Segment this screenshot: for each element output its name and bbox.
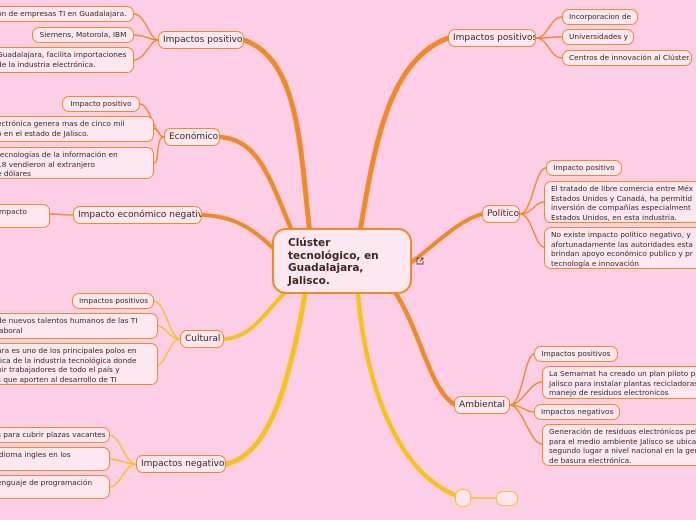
- link-cultural: [222, 290, 287, 341]
- leaf-line: Impactos positivos: [79, 296, 149, 305]
- leaf-ambiental-impactos-negativos[interactable]: Impactos negativos: [534, 404, 620, 420]
- leaf-line: ectrónica genera mas de cinco mil: [0, 119, 125, 128]
- leaf-centros-innovacion[interactable]: Centros de innovación al Clúster.: [562, 50, 692, 66]
- leaf-line: rica de la industria tecnológica donde: [0, 355, 137, 365]
- branch-label: Económico: [169, 132, 219, 142]
- leaf-line: e dólares: [0, 169, 31, 178]
- leaf-ambiental-impactos-positivos[interactable]: Impactos positivos: [534, 346, 618, 362]
- central-topic-line-2: tecnológico, en: [288, 249, 379, 262]
- link-impactos-negativos: [223, 291, 308, 467]
- branch-cultural[interactable]: Cultural: [180, 330, 224, 348]
- leaf-line: Universidades y: [569, 32, 629, 41]
- branch-economico-negativo[interactable]: Impacto económico negativo: [73, 206, 202, 224]
- branch-impactos-negativos[interactable]: Impactos negativos: [136, 455, 226, 473]
- leaf-line: Estados Unidos y Canadá, ha permitid: [551, 193, 693, 203]
- leaf-line: manejo de residuos electronicos: [549, 388, 669, 397]
- leaf-line: Guadalajara, facilita importaciones: [0, 50, 127, 59]
- leaf-line: bir trabajadores de todo el país y: [0, 365, 120, 374]
- leaf-line: Impactos negativos: [541, 407, 614, 416]
- leaf-line: Centros de innovación al Clúster.: [569, 53, 691, 62]
- leaf-line: de la industria electrónica.: [0, 59, 96, 69]
- leaf-line: laboral: [0, 325, 23, 335]
- leaf-line: Jalisco para instalar plantas reciclador…: [549, 378, 696, 388]
- leaf-empty[interactable]: [496, 491, 518, 506]
- leaf-plazas-vacantes[interactable]: s para cubrir plazas vacantes: [0, 427, 110, 443]
- branch-impactos-positivos-right[interactable]: Impactos positivos: [448, 29, 536, 47]
- leaf-line: Incorporacion de: [569, 12, 632, 21]
- leaf-line: La Semarnat ha creado un plan piloto pa: [549, 369, 696, 378]
- branch-politico[interactable]: Político: [482, 205, 520, 223]
- leaf-line: brindan apoyo económico publico y pr: [551, 249, 693, 258]
- leaf-sin-impacto-negativo[interactable]: No existe impacto político negativo, y a…: [544, 227, 696, 269]
- link-impactos-positivos-left: [241, 37, 313, 237]
- leaf-tratado-libre-comercio[interactable]: El tratado de libre comercia entre Méx E…: [544, 181, 696, 223]
- leaf-polos-tecnologicos[interactable]: ara es uno de los principales polos en r…: [0, 343, 158, 385]
- external-link-icon[interactable]: [416, 257, 424, 265]
- leaf-line: para el medio ambiente Jalisco se ubica …: [549, 436, 696, 446]
- branch-label: Cultural: [185, 334, 221, 344]
- leaf-empresas-ti[interactable]: ón de empresas TI en Guadalajara.: [0, 6, 134, 22]
- link-economico-negativo: [200, 213, 277, 252]
- leaf-line: Impactos positivos: [541, 349, 611, 358]
- link-impactos-positivos-right: [357, 35, 451, 235]
- leaf-incorporacion[interactable]: Incorporacion de: [562, 9, 638, 25]
- leaf-line: ara es uno de los principales polos en: [0, 346, 137, 355]
- leaf-impacto[interactable]: impacto: [0, 204, 50, 228]
- branch-label: Ambiental: [459, 400, 505, 410]
- leaf-nuevos-talentos[interactable]: de nuevos talentos humanos de las TI lab…: [0, 313, 158, 339]
- leaf-line: Estados Unidos, en esta industria.: [551, 212, 677, 222]
- leaf-line: de nuevos talentos humanos de las TI: [0, 316, 138, 325]
- link-ambiental: [392, 289, 457, 407]
- leaf-line: afortunadamente las autoridades esta: [551, 239, 693, 249]
- link-politico: [410, 212, 484, 264]
- leaf-line: idioma ingles en los: [0, 450, 71, 459]
- leaf-semarnat-plan[interactable]: La Semarnat ha creado un plan piloto pa …: [542, 366, 696, 399]
- central-topic-line-4: Jalisco.: [288, 274, 330, 287]
- branch-label: Impactos positivos: [163, 35, 244, 45]
- central-topic-line-3: Guadalajara,: [288, 262, 364, 274]
- link-economico: [217, 134, 298, 241]
- leaf-line: s para cubrir plazas vacantes: [0, 430, 106, 439]
- leaf-line: s que aporten al desarrollo de TI: [0, 374, 117, 384]
- leaf-siemens-motorola-ibm[interactable]: Siemens, Motorola, IBM: [32, 27, 134, 43]
- branch-empty[interactable]: [455, 489, 471, 507]
- leaf-line: No existe impacto político negativo, y: [551, 230, 691, 239]
- leaf-line: ón de empresas TI en Guadalajara.: [0, 9, 127, 18]
- leaf-universidades[interactable]: Universidades y: [562, 29, 634, 45]
- leaf-line: tecnologías de la información en: [0, 150, 118, 159]
- branch-impactos-positivos-left[interactable]: Impactos positivos: [158, 31, 244, 49]
- leaf-impacto-positivo[interactable]: Impacto positivo: [62, 96, 140, 112]
- branch-label: Impacto económico negativo: [78, 210, 202, 220]
- leaf-line: Impacto positivo: [70, 99, 132, 108]
- branch-economico[interactable]: Económico: [164, 128, 220, 146]
- leaf-cultural-impactos-positivos[interactable]: Impactos positivos: [72, 293, 154, 309]
- leaf-line: impacto: [0, 207, 27, 216]
- leaf-line: o en el estado de Jalisco.: [0, 128, 89, 138]
- link-empty: [355, 291, 458, 498]
- branch-label: Impactos positivos: [453, 33, 536, 43]
- leaf-vendieron-extranjero[interactable]: tecnologías de la información en 18 vend…: [0, 147, 154, 179]
- leaf-residuos-electronicos[interactable]: Generación de residuos electrónicos peli…: [542, 424, 696, 466]
- leaf-importaciones[interactable]: Guadalajara, facilita importaciones de l…: [0, 47, 134, 73]
- leaf-line: Siemens, Motorola, IBM: [39, 30, 127, 39]
- leaf-line: tecnología e innovación: [551, 258, 639, 268]
- leaf-line: segundo lugar a nivel nacional en la gen…: [549, 446, 696, 455]
- leaf-line: Impacto positivo: [553, 163, 615, 172]
- central-topic-line-1: Clúster: [288, 237, 331, 249]
- central-topic[interactable]: Clúster tecnológico, en Guadalajara, Jal…: [272, 228, 412, 294]
- branch-label: Impactos negativos: [141, 459, 226, 469]
- leaf-politico-impacto-positivo[interactable]: Impacto positivo: [546, 160, 622, 176]
- leaf-line: de basura electrónica.: [549, 455, 632, 465]
- leaf-idioma-ingles[interactable]: idioma ingles en los: [0, 447, 110, 471]
- leaf-lenguaje-programacion[interactable]: enguaje de programación: [0, 475, 110, 499]
- branch-ambiental[interactable]: Ambiental: [454, 396, 510, 414]
- leaf-cinco-mil[interactable]: ectrónica genera mas de cinco mil o en e…: [0, 116, 154, 142]
- leaf-line: enguaje de programación: [0, 478, 93, 487]
- leaf-line: inversión de compañías especialment: [551, 203, 691, 212]
- leaf-line: Generación de residuos electrónicos peli…: [549, 427, 696, 436]
- leaf-line: 18 vendieron al extranjero: [0, 159, 95, 169]
- branch-label: Político: [487, 209, 520, 219]
- leaf-line: El tratado de libre comercia entre Méx: [551, 184, 693, 193]
